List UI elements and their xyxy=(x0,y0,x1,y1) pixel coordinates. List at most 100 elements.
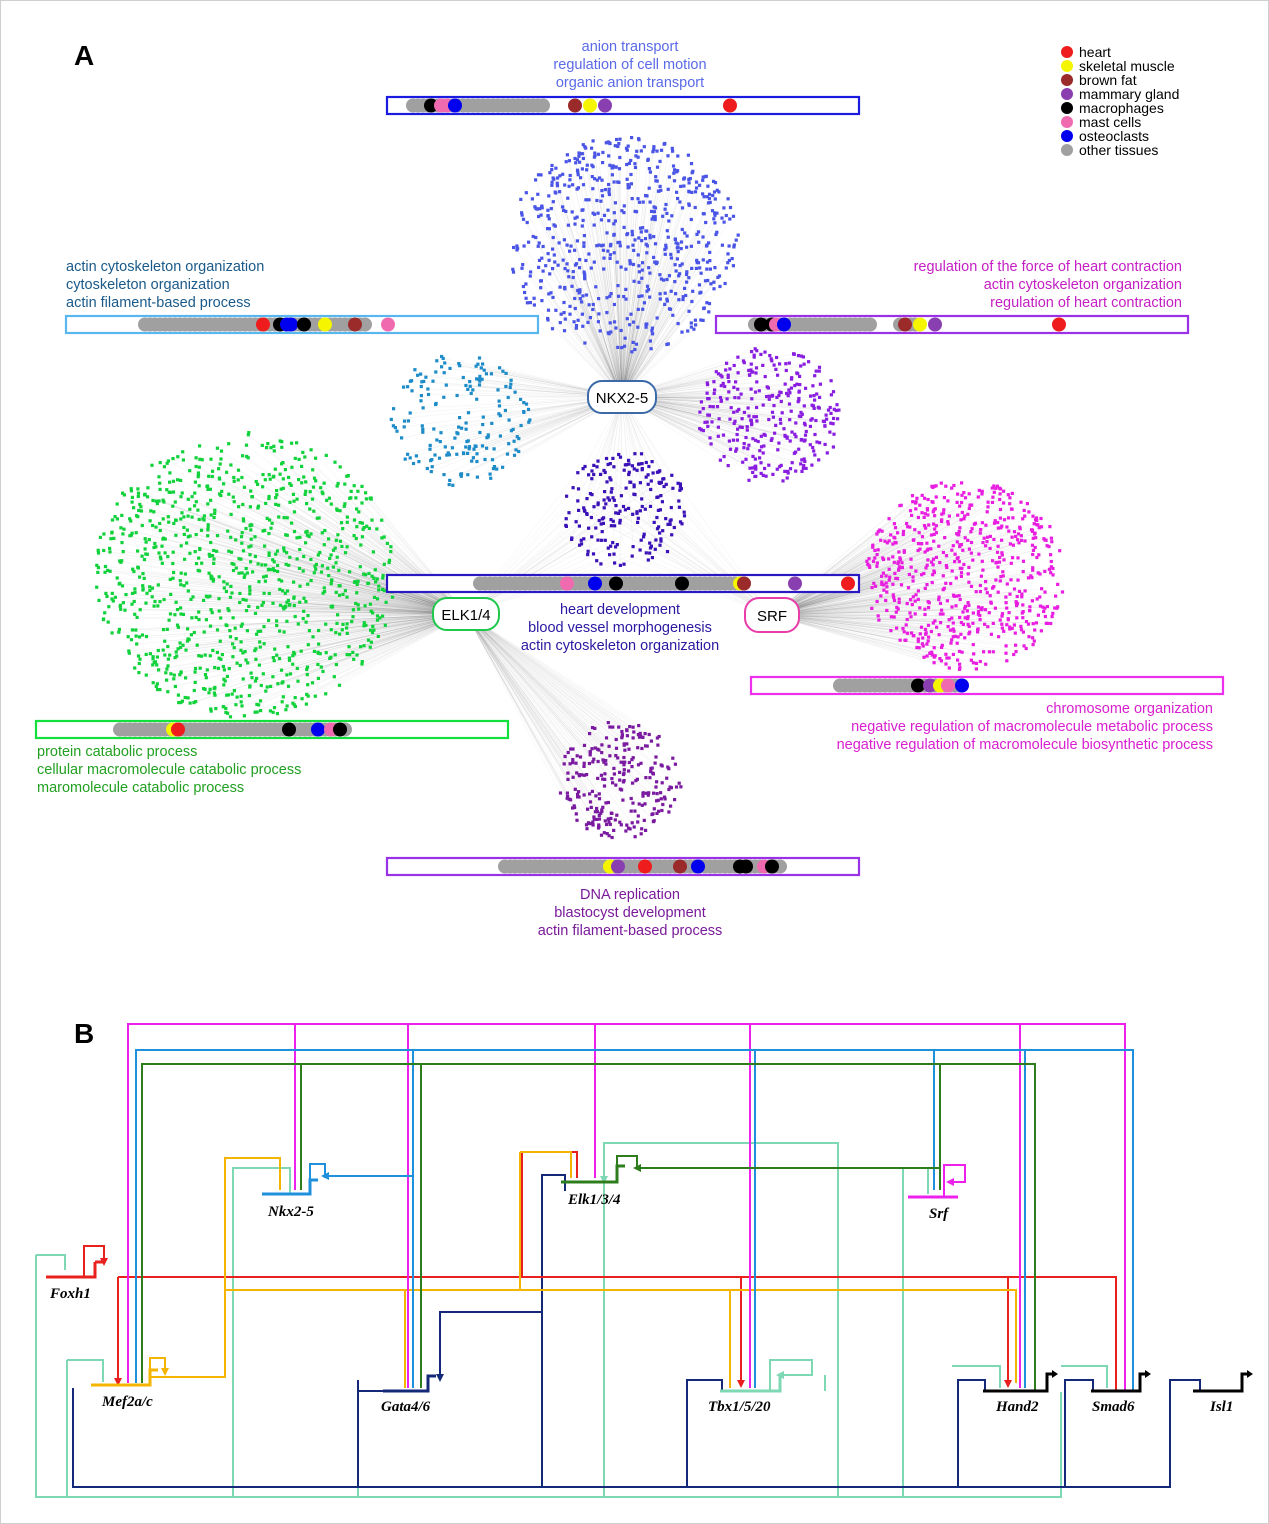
network-node xyxy=(120,559,124,563)
legend-label: other tissues xyxy=(1079,142,1158,158)
network-node xyxy=(109,537,113,541)
network-node xyxy=(285,551,289,555)
network-node xyxy=(584,198,588,202)
network-node xyxy=(336,613,340,617)
network-edge xyxy=(621,245,667,398)
network-edge xyxy=(621,204,667,398)
network-node xyxy=(778,362,782,366)
network-edge xyxy=(583,144,623,398)
network-node xyxy=(442,395,446,399)
network-node xyxy=(618,455,623,459)
network-node xyxy=(579,538,583,542)
network-node xyxy=(179,700,183,705)
network-node xyxy=(585,497,589,501)
network-node xyxy=(271,601,275,605)
network-node xyxy=(196,473,201,477)
network-node xyxy=(157,475,161,479)
network-node xyxy=(702,212,706,216)
network-node xyxy=(587,761,591,766)
network-node xyxy=(959,571,964,575)
network-edge xyxy=(276,490,467,615)
network-node xyxy=(218,462,222,466)
network-node xyxy=(658,292,662,296)
network-node xyxy=(137,671,141,675)
network-node xyxy=(602,516,606,520)
network-node xyxy=(785,476,789,480)
network-edge xyxy=(166,613,467,681)
network-node xyxy=(197,654,201,658)
network-node xyxy=(663,302,667,306)
network-node xyxy=(728,205,733,210)
network-node xyxy=(678,482,682,486)
network-node xyxy=(522,244,526,248)
network-edge xyxy=(465,613,647,778)
network-node xyxy=(575,818,579,822)
network-node xyxy=(900,561,904,565)
network-node xyxy=(267,494,271,499)
network-node xyxy=(244,609,249,613)
network-edge xyxy=(198,557,467,615)
network-node xyxy=(709,442,713,446)
network-node xyxy=(707,241,711,245)
network-node xyxy=(666,522,670,526)
network-node xyxy=(751,454,755,458)
network-node xyxy=(517,437,521,441)
network-node xyxy=(219,616,223,620)
network-node xyxy=(724,213,728,218)
network-edge xyxy=(465,613,656,764)
network-node xyxy=(253,611,258,615)
network-node xyxy=(577,524,581,528)
network-node xyxy=(590,175,594,179)
network-node xyxy=(638,548,642,552)
network-edge xyxy=(619,168,623,398)
network-edge xyxy=(771,537,985,616)
network-node xyxy=(358,521,362,525)
network-edge xyxy=(771,594,954,616)
network-node xyxy=(492,465,497,469)
network-edge xyxy=(621,202,644,398)
network-node xyxy=(181,643,185,647)
network-node xyxy=(190,495,194,499)
network-node xyxy=(889,615,893,619)
network-node xyxy=(477,377,481,381)
network-node xyxy=(229,463,233,467)
network-node xyxy=(590,493,594,497)
network-edge xyxy=(147,496,467,615)
network-node xyxy=(595,198,599,203)
network-node xyxy=(480,444,485,448)
network-node xyxy=(528,301,532,305)
network-node xyxy=(168,471,172,475)
network-node xyxy=(466,451,470,455)
network-node xyxy=(920,642,924,646)
network-node xyxy=(814,369,818,373)
network-node xyxy=(260,603,264,607)
network-node xyxy=(495,467,499,471)
network-edge xyxy=(540,280,623,398)
network-node xyxy=(215,534,220,538)
network-node xyxy=(980,559,984,563)
network-edge xyxy=(207,489,467,615)
network-edge xyxy=(184,534,467,615)
network-node xyxy=(248,585,252,589)
network-node xyxy=(610,487,614,491)
network-node xyxy=(794,421,798,425)
network-node xyxy=(601,805,605,809)
network-node xyxy=(704,220,708,225)
network-edge xyxy=(153,613,467,683)
network-node xyxy=(188,701,192,705)
go-terms-center: heart development blood vessel morphogen… xyxy=(521,602,719,654)
network-node xyxy=(652,235,656,239)
network-node xyxy=(582,270,586,274)
network-edge xyxy=(103,550,467,615)
network-node xyxy=(732,421,736,425)
network-node xyxy=(955,556,959,561)
network-node xyxy=(537,214,541,219)
network-edge xyxy=(553,179,623,398)
network-node xyxy=(657,189,661,193)
network-node xyxy=(600,530,604,534)
network-node xyxy=(349,489,353,493)
network-node xyxy=(209,540,213,545)
network-node xyxy=(110,597,114,601)
network-node xyxy=(534,235,538,240)
network-edge xyxy=(771,614,942,648)
